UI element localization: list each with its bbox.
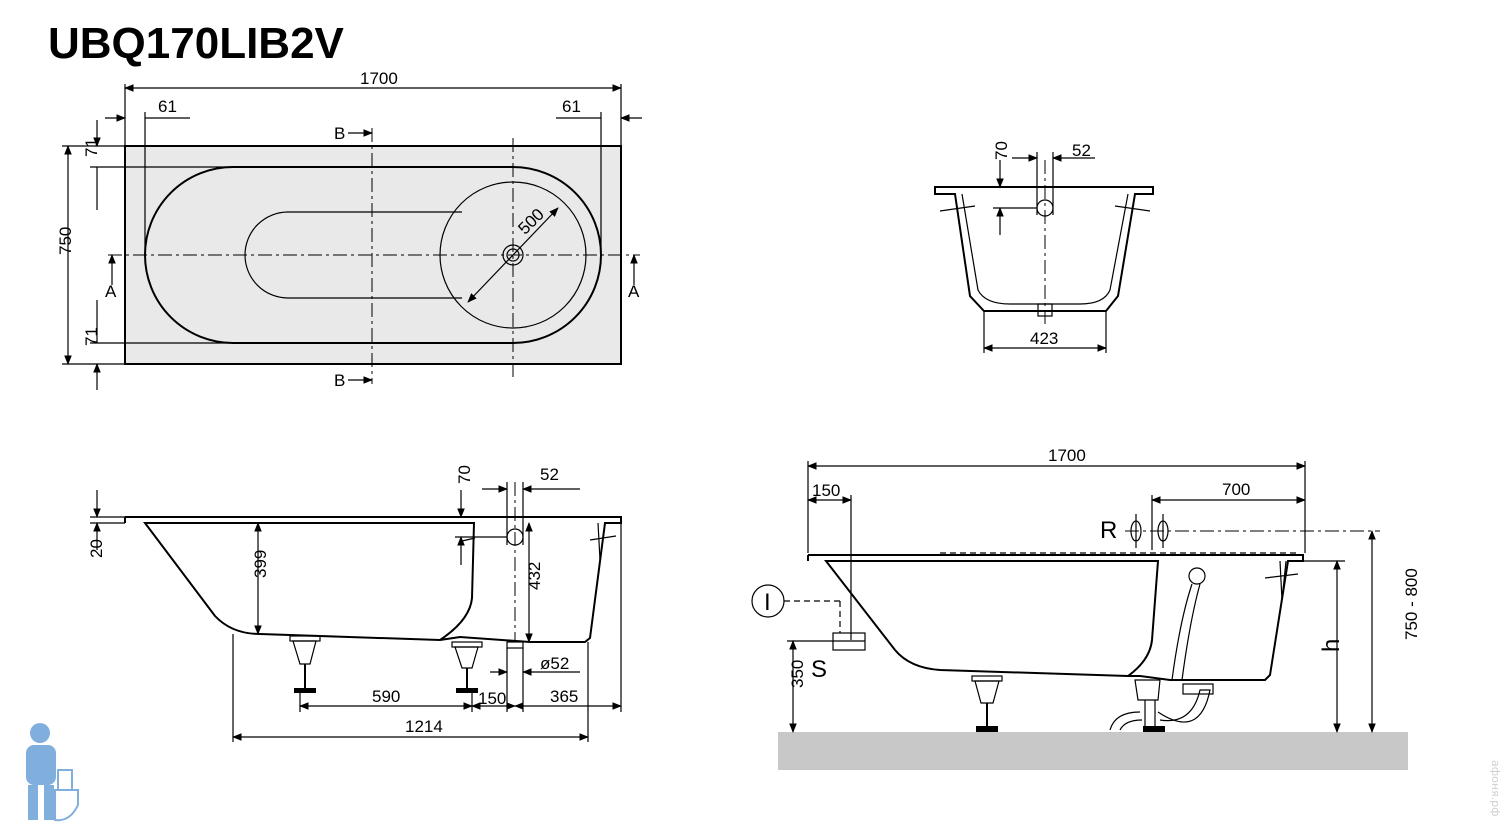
install-length-label: 1700 (1048, 446, 1086, 465)
section-rim-label: 70 (992, 141, 1011, 160)
install-overflow-icon (1188, 567, 1206, 585)
install-left-offset-label: 150 (812, 481, 840, 500)
end-offset-label: 365 (550, 687, 578, 706)
drain-offset-label: 150 (478, 689, 506, 708)
foot-right-icon (451, 641, 483, 693)
s-label: S (811, 656, 827, 683)
feet-spacing-label: 590 (372, 687, 400, 706)
section-overflow-label: 52 (1072, 141, 1091, 160)
side-overflow-label: 52 (540, 465, 559, 484)
section-b-top: B (334, 124, 345, 143)
edge-left-label: 61 (158, 97, 177, 116)
side-rim-label: 70 (455, 465, 474, 484)
cross-section-view: 70 52 423 (934, 141, 1154, 353)
plumber-mascot-logo (26, 723, 79, 822)
top-view: 500 1700 61 61 750 71 71 (56, 69, 642, 390)
side-view: 20 399 432 70 52 ø52 590 150 365 (87, 465, 622, 742)
height-range-label: 750 - 800 (1402, 568, 1421, 640)
watermark: афоня.рф (1489, 760, 1502, 817)
rim-top-label: 71 (82, 138, 101, 157)
rim-thickness-label: 20 (87, 539, 106, 558)
r-label: R (1100, 517, 1117, 544)
edge-right-label: 61 (562, 97, 581, 116)
total-feet-label: 1214 (405, 717, 443, 736)
model-title: UBQ170LIB2V (48, 19, 345, 68)
section-a-left: A (105, 282, 117, 301)
drain-diameter-label: ø52 (540, 654, 569, 673)
section-outline (934, 186, 1154, 312)
depth-drain-label: 432 (525, 562, 544, 590)
h-label: h (1318, 639, 1345, 652)
side-drain-icon (506, 641, 524, 649)
section-b-bottom: B (334, 371, 345, 390)
install-outline (808, 554, 1304, 681)
depth-foot-label: 399 (251, 550, 270, 578)
rim-bottom-label: 71 (82, 327, 101, 346)
side-outline (125, 516, 622, 643)
install-right-offset-label: 700 (1222, 480, 1250, 499)
bottom-width-label: 423 (1030, 329, 1058, 348)
floor (778, 732, 1408, 770)
s-height-label: 350 (788, 660, 807, 688)
depth-label: 750 (56, 227, 75, 255)
i-label: I (764, 589, 771, 616)
install-foot-icon (971, 675, 1003, 732)
width-label: 1700 (360, 69, 398, 88)
section-a-right: A (628, 282, 640, 301)
trap-icon (1109, 679, 1214, 732)
installation-view: 1700 150 700 R I S 350 h 750 - 800 (751, 446, 1421, 770)
foot-left-icon (289, 635, 321, 693)
